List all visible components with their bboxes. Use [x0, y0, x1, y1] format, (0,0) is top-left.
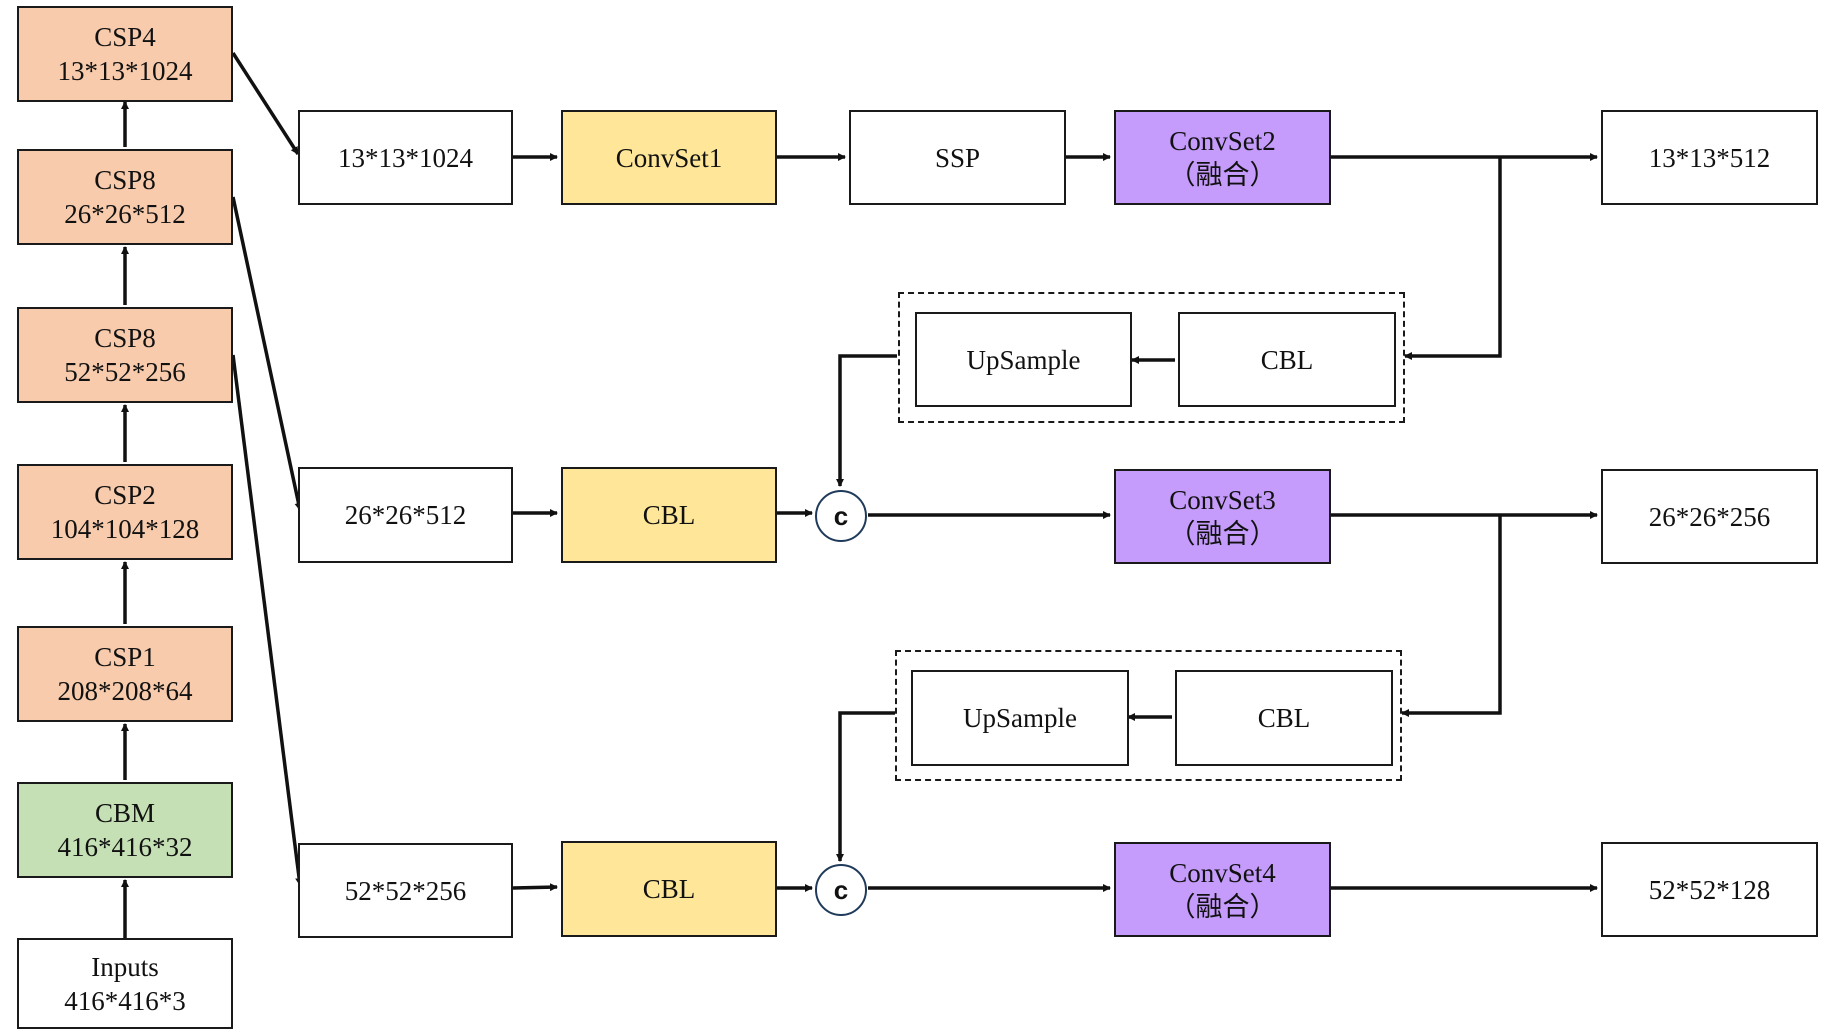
row1-convset2-name: ConvSet2 [1169, 125, 1276, 156]
row3-cbl-label: CBL [642, 874, 696, 904]
row2-concat-node: c [815, 490, 867, 542]
backbone-inputs-name: Inputs [91, 951, 159, 982]
row1-convset2: ConvSet2 （融合） [1114, 110, 1331, 205]
row3-convset4-name: ConvSet4 [1169, 857, 1276, 888]
backbone-csp1-name: CSP1 [94, 642, 156, 672]
backbone-csp8-52-name: CSP8 [94, 323, 156, 353]
row2-input-label: 26*26*512 [344, 500, 467, 530]
arrow-row3-in-cbl [512, 883, 558, 892]
upsample-1-cbl: CBL [1178, 312, 1396, 407]
row1-output: 13*13*512 [1601, 110, 1818, 205]
row3-convset4-sub: （融合） [1168, 891, 1277, 922]
backbone-csp4-shape: 13*13*1024 [57, 56, 193, 86]
row2-output-label: 26*26*256 [1648, 501, 1771, 532]
row2-concat-label: c [833, 500, 849, 531]
backbone-csp8-52: CSP8 52*52*256 [17, 307, 233, 403]
backbone-csp2-shape: 104*104*128 [50, 514, 200, 544]
row1-convset1-label: ConvSet1 [615, 142, 723, 173]
row3-output-label: 52*52*128 [1648, 874, 1771, 905]
row1-convset2-sub: （融合） [1168, 159, 1277, 190]
row2-cbl-label: CBL [642, 500, 696, 530]
backbone-csp4-name: CSP4 [94, 22, 156, 52]
backbone-csp4: CSP4 13*13*1024 [17, 6, 233, 102]
arrow-csp4-row1 [231, 52, 300, 155]
backbone-cbm: CBM 416*416*32 [17, 782, 233, 878]
row2-convset3-sub: （融合） [1168, 518, 1277, 549]
row3-concat-label: c [833, 874, 849, 905]
backbone-inputs-shape: 416*416*3 [64, 985, 186, 1016]
backbone-inputs: Inputs 416*416*3 [17, 938, 233, 1029]
upsample-2-cbl-label: CBL [1257, 703, 1311, 733]
row2-cbl: CBL [561, 467, 777, 563]
backbone-csp8-52-shape: 52*52*256 [64, 357, 186, 387]
backbone-csp8-26-shape: 26*26*512 [64, 199, 186, 229]
arrow-upsample1-concat [836, 354, 897, 487]
arrow-csp8a-row2 [231, 196, 303, 511]
backbone-csp2-name: CSP2 [94, 480, 156, 510]
backbone-csp8-26-name: CSP8 [94, 165, 156, 195]
upsample-2-cbl: CBL [1175, 670, 1393, 766]
backbone-cbm-name: CBM [94, 798, 156, 828]
upsample-group-1 [898, 292, 1405, 423]
row2-output: 26*26*256 [1601, 469, 1818, 564]
arrow-upsample2-concat [836, 711, 895, 862]
row1-input: 13*13*1024 [298, 110, 513, 205]
upsample-1: UpSample [915, 312, 1132, 407]
arrow-row1-branch-cbl [1404, 157, 1502, 360]
backbone-csp1-shape: 208*208*64 [57, 676, 193, 706]
backbone-csp1: CSP1 208*208*64 [17, 626, 233, 722]
row2-input: 26*26*512 [298, 467, 513, 563]
row1-output-label: 13*13*512 [1648, 142, 1771, 173]
backbone-csp8-26: CSP8 26*26*512 [17, 149, 233, 245]
upsample-1-label: UpSample [966, 344, 1081, 375]
row2-convset3-name: ConvSet3 [1169, 484, 1276, 515]
row1-input-label: 13*13*1024 [338, 142, 473, 173]
backbone-cbm-shape: 416*416*32 [57, 832, 193, 862]
row3-input-label: 52*52*256 [344, 875, 467, 906]
row3-input: 52*52*256 [298, 843, 513, 938]
row1-convset1: ConvSet1 [561, 110, 777, 205]
row3-concat-node: c [815, 864, 867, 916]
upsample-2-label: UpSample [963, 703, 1077, 733]
row2-convset3: ConvSet3 （融合） [1114, 469, 1331, 564]
row3-output: 52*52*128 [1601, 842, 1818, 937]
arrow-csp8b-row3 [231, 354, 304, 886]
row1-ssp-label: SSP [934, 142, 981, 173]
row3-cbl: CBL [561, 841, 777, 937]
upsample-group-2 [895, 650, 1402, 781]
row1-ssp: SSP [849, 110, 1066, 205]
backbone-csp2: CSP2 104*104*128 [17, 464, 233, 560]
upsample-2: UpSample [911, 670, 1129, 766]
row3-convset4: ConvSet4 （融合） [1114, 842, 1331, 937]
upsample-1-cbl-label: CBL [1260, 344, 1314, 375]
arrow-row2-branch-cbl [1401, 515, 1502, 717]
